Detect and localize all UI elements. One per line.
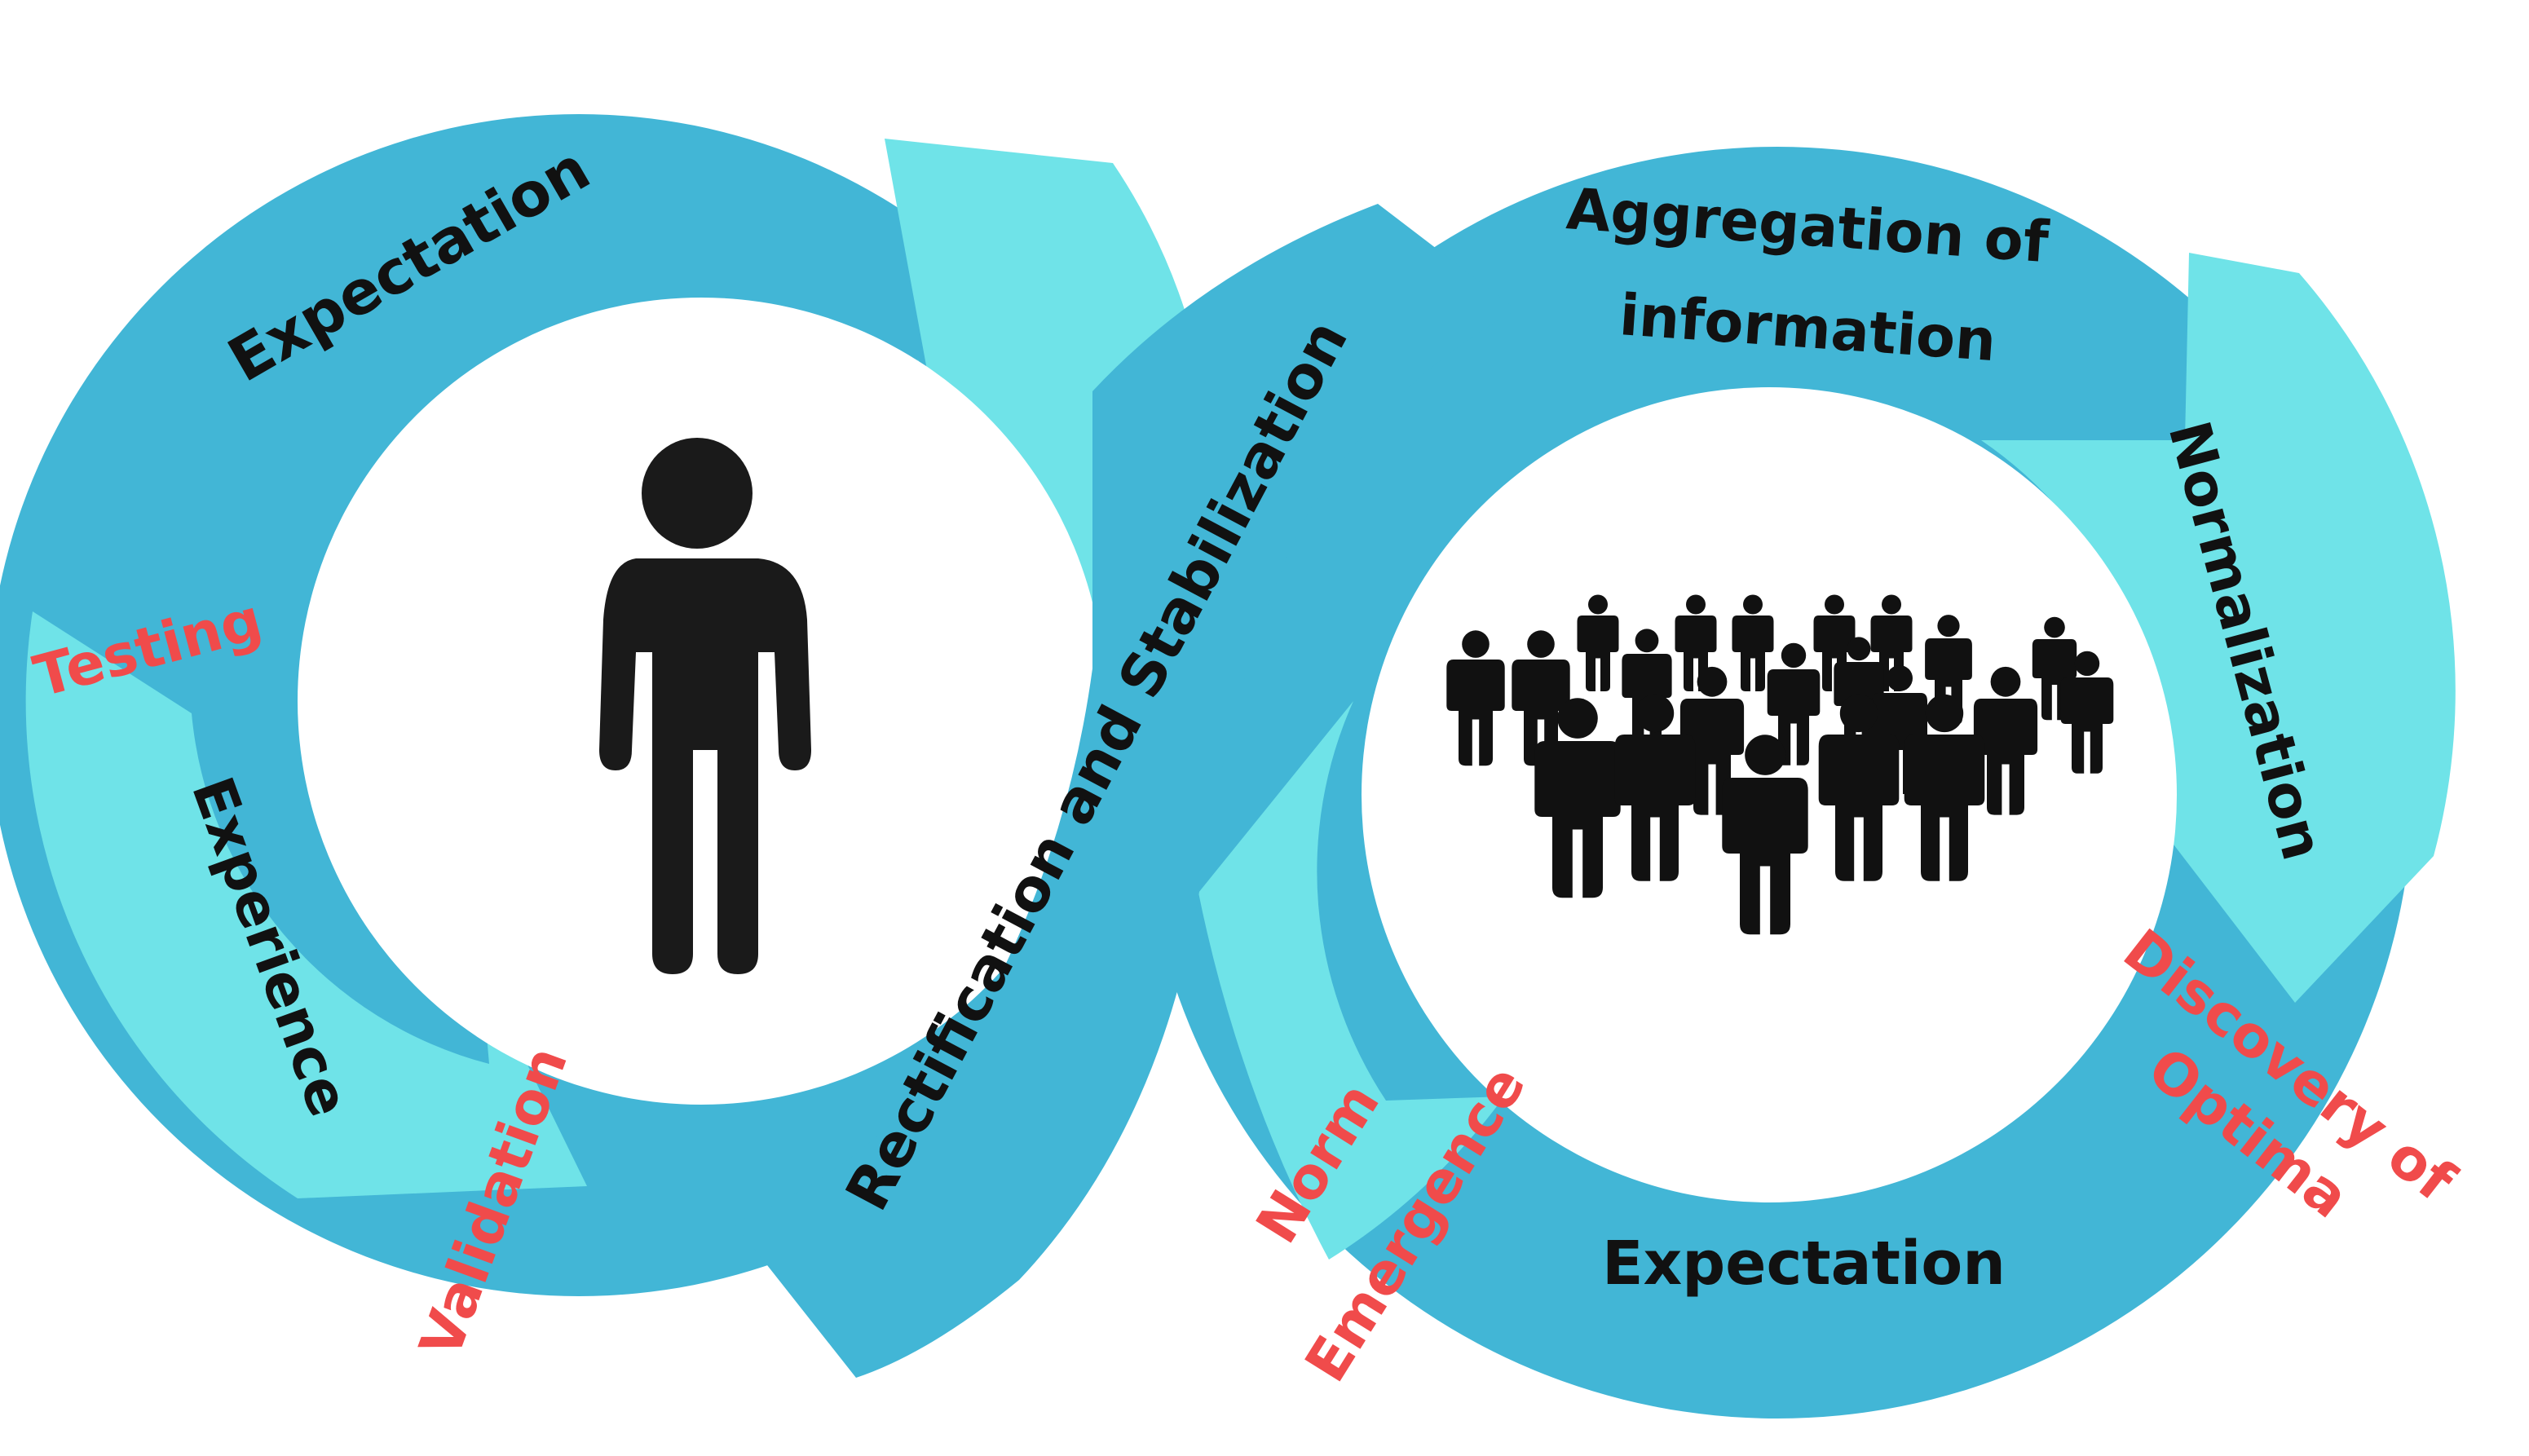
person-icon bbox=[599, 438, 811, 974]
right-emergence-arrow bbox=[1198, 701, 1504, 1260]
left-experience-arrow bbox=[25, 611, 587, 1198]
center-band bbox=[734, 204, 1516, 1378]
right-normalization-arrow bbox=[1981, 253, 2456, 1003]
right-expectation-label: Expectation bbox=[1602, 1229, 2006, 1299]
